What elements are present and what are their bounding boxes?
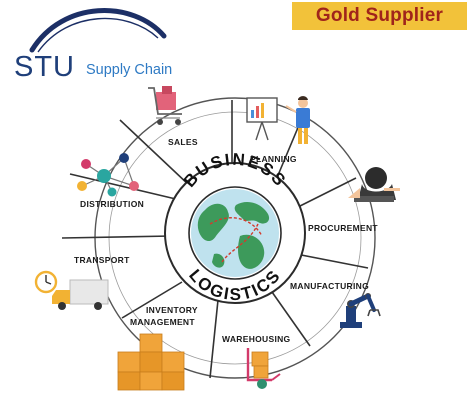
delivery-truck-icon xyxy=(34,270,109,310)
logo-sub-text: Supply Chain xyxy=(86,62,173,78)
segment-label-distribution: DISTRIBUTION xyxy=(80,199,144,209)
segment-label-sales: SALES xyxy=(168,137,198,147)
stacked-boxes-icon xyxy=(117,333,185,391)
segment-label-transport: TRANSPORT xyxy=(74,255,130,265)
shopping-cart-icon xyxy=(148,86,182,125)
segment-label-planning: PLANNING xyxy=(250,154,297,164)
hand-truck-icon xyxy=(246,348,281,389)
network-nodes-icon xyxy=(77,153,139,197)
segment-label-inventory-line2: MANAGEMENT xyxy=(130,317,195,327)
segment-label-manufacturing: MANUFACTURING xyxy=(290,281,369,291)
robot-arm-icon xyxy=(340,293,381,328)
logo-arc-icon xyxy=(29,8,167,53)
gold-supplier-label: Gold Supplier xyxy=(315,5,444,26)
segment-label-inventory-line1: INVENTORY xyxy=(146,305,198,315)
wheel-dividers xyxy=(61,100,369,379)
logo-main-text: STU xyxy=(14,51,75,83)
globe-icon xyxy=(191,189,279,277)
company-logo: STU Supply Chain xyxy=(0,0,240,90)
presenter-whiteboard-icon xyxy=(246,96,310,144)
segment-label-procurement: PROCUREMENT xyxy=(308,223,378,233)
segment-label-warehousing: WAREHOUSING xyxy=(222,334,291,344)
laptop-user-icon xyxy=(348,167,400,202)
gold-supplier-banner: Gold Supplier xyxy=(292,2,467,30)
